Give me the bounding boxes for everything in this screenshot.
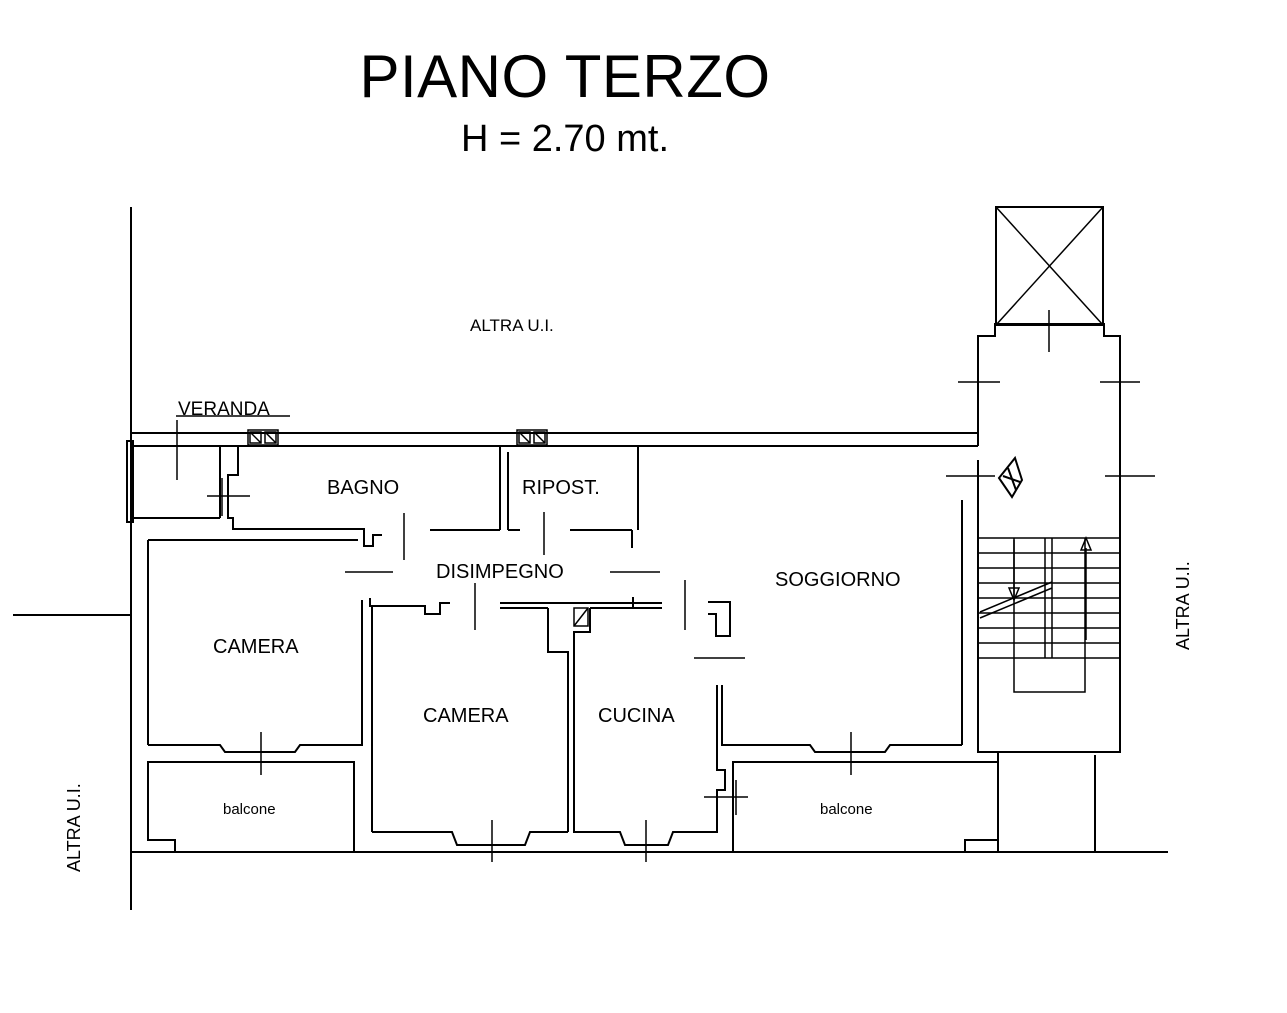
camera-left-walls [147,539,363,753]
neighbor-label-left: ALTRA U.I. [64,783,84,872]
cucina-walls [573,597,726,846]
neighbor-label-right: ALTRA U.I. [1173,561,1193,650]
room-label-balcone-left: balcone [223,801,276,818]
room-label-balcone-right: balcone [820,801,873,818]
camera-center-walls [369,598,662,846]
room-label-soggiorno: SOGGIORNO [775,569,901,591]
neighbor-label-top: ALTRA U.I. [470,316,554,335]
room-label-bagno: BAGNO [327,477,399,499]
door-markers [345,310,1155,659]
window-markers [207,478,852,862]
stair-arrow-up-icon [1079,536,1093,640]
room-label-ripostiglio: RIPOST. [522,477,600,499]
room-label-camera-center: CAMERA [423,705,509,727]
staircase-steps [978,537,1120,693]
room-label-camera-left: CAMERA [213,636,299,658]
page-title: PIANO TERZO [359,43,771,110]
page-subtitle: H = 2.70 mt. [460,118,670,160]
vent-shaft-ripostiglio [516,429,548,446]
site-boundaries [13,207,1168,910]
ripostiglio-walls [507,446,639,548]
stairwell [977,206,1121,852]
room-label-veranda: VERANDA [178,399,270,420]
soggiorno-walls [638,445,963,753]
room-label-disimpegno: DISIMPEGNO [436,561,564,583]
balcone-left [147,761,355,852]
stair-arrow-down-icon [1007,540,1021,602]
compass-north-icon [997,455,1024,499]
bagno-walls [227,446,501,547]
veranda-area [126,415,290,523]
vent-shaft-bagno [247,429,279,446]
room-label-cucina: CUCINA [598,705,675,727]
